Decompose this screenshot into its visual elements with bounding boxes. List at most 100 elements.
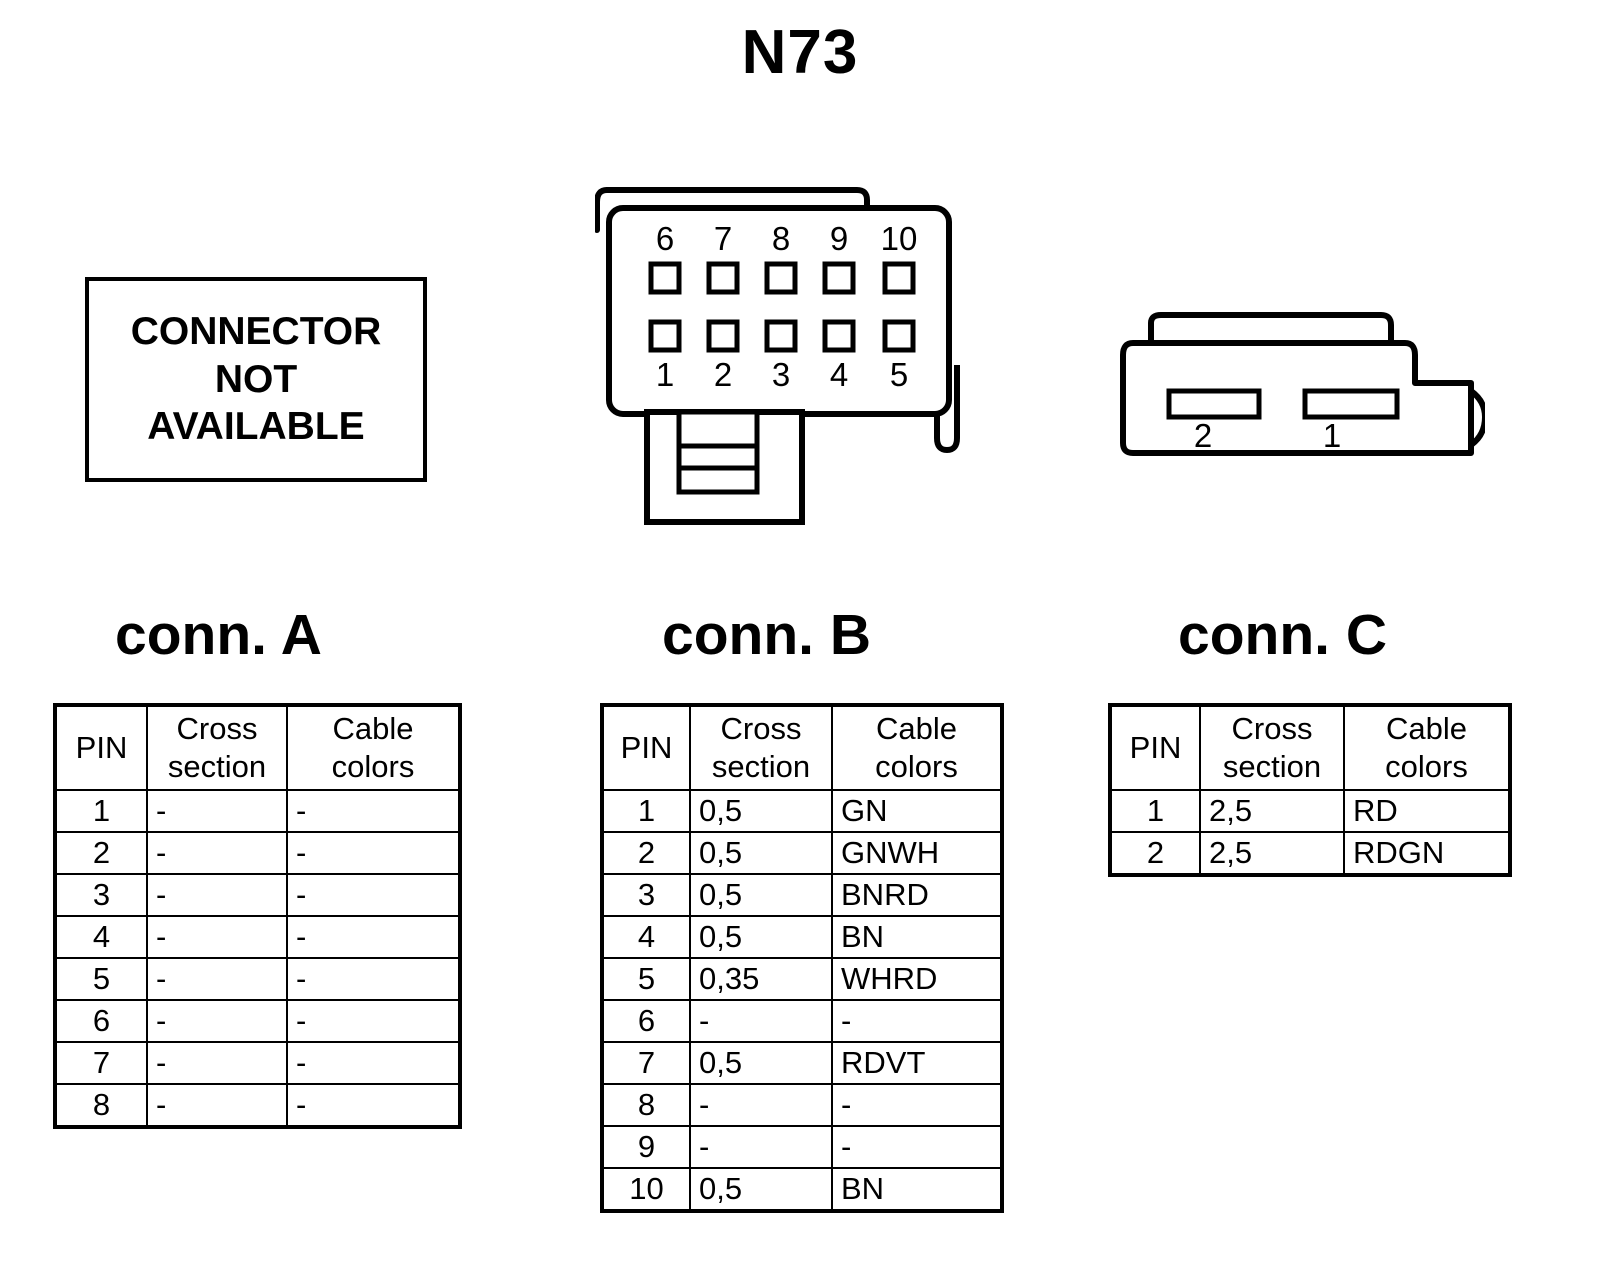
pin-label-top-1: 6	[656, 220, 674, 257]
slot-label-1: 1	[1323, 417, 1341, 454]
cell-cable-colors: -	[286, 1083, 461, 1128]
pin-cavity-4	[822, 319, 856, 353]
pin-label-top-4: 9	[830, 220, 848, 257]
cell-cross-section: -	[146, 789, 288, 833]
cell-cable-colors: -	[286, 915, 461, 959]
cell-cross-section: -	[689, 1125, 833, 1169]
cell-cross-section: 0,5	[689, 789, 833, 833]
header-cross-line2: section	[711, 749, 811, 784]
cell-cross-section: -	[689, 999, 833, 1043]
pin-label-bottom-1: 1	[656, 356, 674, 393]
cell-pin: 7	[54, 1041, 148, 1085]
table-row: 8--	[601, 1083, 1003, 1127]
cell-cross-section: -	[146, 831, 288, 875]
cell-cross-section: -	[146, 957, 288, 1001]
pin-label-bottom-4: 4	[830, 356, 848, 393]
cell-cable-colors: BN	[831, 1167, 1003, 1212]
header-cross-line1: Cross	[720, 711, 802, 747]
cell-cross-section: 0,5	[689, 915, 833, 959]
table-row: 7--	[54, 1041, 461, 1085]
cell-cross-section: 0,5	[689, 873, 833, 917]
pin-table-conn-a: PIN Cross section Cable colors 1--2--3--…	[53, 703, 462, 1129]
notice-line-2: NOT	[214, 357, 298, 401]
slot-cavity-2	[1166, 388, 1262, 420]
cell-pin: 4	[54, 915, 148, 959]
table-row: 3--	[54, 873, 461, 917]
header-cable-line1: Cable	[332, 711, 414, 747]
cell-cable-colors: -	[286, 873, 461, 917]
cell-cable-colors: -	[286, 957, 461, 1001]
pin-label-bottom-2: 2	[714, 356, 732, 393]
cell-cable-colors: BNRD	[831, 873, 1003, 917]
table-row: 2--	[54, 831, 461, 875]
table-row: 6--	[601, 999, 1003, 1043]
cell-pin: 9	[601, 1125, 691, 1169]
heading-conn-b: conn. B	[662, 603, 871, 667]
header-cable-line2: colors	[875, 749, 958, 784]
pin-cavity-5	[882, 319, 916, 353]
header-pin: PIN	[54, 704, 148, 791]
cell-cable-colors: GN	[831, 789, 1003, 833]
cell-cable-colors: RDGN	[1343, 831, 1511, 876]
cell-pin: 8	[54, 1083, 148, 1128]
cell-pin: 1	[54, 789, 148, 833]
pin-cavity-6	[648, 261, 682, 295]
cell-pin: 3	[54, 873, 148, 917]
cell-cross-section: 0,35	[689, 957, 833, 1001]
cell-cross-section: 0,5	[689, 831, 833, 875]
cell-pin: 6	[54, 999, 148, 1043]
pin-cavity-10	[882, 261, 916, 295]
cell-pin: 10	[601, 1167, 691, 1212]
cell-cross-section: -	[146, 915, 288, 959]
cell-cable-colors: -	[286, 789, 461, 833]
table-header-row: PIN Cross section Cable colors	[1109, 704, 1511, 791]
heading-conn-c: conn. C	[1178, 603, 1387, 667]
header-cross-line1: Cross	[1231, 711, 1313, 747]
pin-label-bottom-5: 5	[890, 356, 908, 393]
cell-pin: 6	[601, 999, 691, 1043]
cell-cable-colors: -	[831, 1083, 1003, 1127]
table-body-conn-a: 1--2--3--4--5--6--7--8--	[54, 789, 461, 1128]
header-cable-colors: Cable colors	[286, 704, 461, 791]
header-cable-line1: Cable	[876, 711, 957, 747]
cell-cross-section: -	[146, 999, 288, 1043]
cell-cable-colors: -	[831, 999, 1003, 1043]
cell-cable-colors: -	[286, 1041, 461, 1085]
heading-conn-a: conn. A	[115, 603, 322, 667]
header-cross-line2: section	[167, 749, 267, 784]
slot-cavity-1	[1302, 388, 1400, 420]
header-cross-line2: section	[1222, 749, 1322, 784]
pin-cavity-3	[764, 319, 798, 353]
cell-pin: 2	[54, 831, 148, 875]
cell-pin: 1	[1109, 789, 1201, 833]
cell-pin: 7	[601, 1041, 691, 1085]
cell-cable-colors: RDVT	[831, 1041, 1003, 1085]
header-cable-line1: Cable	[1386, 711, 1467, 747]
cell-pin: 3	[601, 873, 691, 917]
header-cross-section: Cross section	[689, 704, 833, 791]
connector-b-diagram: 6 7 8 9 10 1 2 3 4 5	[595, 160, 985, 530]
page-title: N73	[741, 18, 859, 87]
cell-cross-section: 2,5	[1199, 831, 1345, 876]
table-row: 6--	[54, 999, 461, 1043]
pin-cavity-8	[764, 261, 798, 295]
cell-pin: 5	[54, 957, 148, 1001]
cell-cable-colors: BN	[831, 915, 1003, 959]
table-row: 1--	[54, 789, 461, 833]
cell-cross-section: -	[146, 1041, 288, 1085]
table-row: 4--	[54, 915, 461, 959]
pin-cavity-7	[706, 261, 740, 295]
cell-cable-colors: WHRD	[831, 957, 1003, 1001]
